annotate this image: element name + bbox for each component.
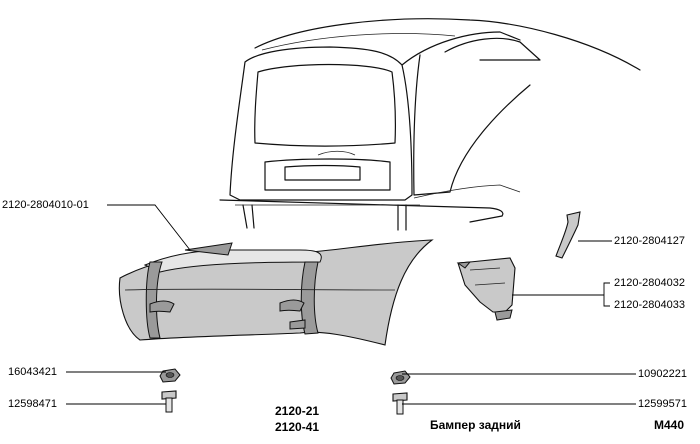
bracket-drawing	[456, 257, 516, 321]
part-label-bolt-left: 12598471	[8, 398, 57, 410]
vehicle-rear-body	[219, 18, 641, 231]
leader-bumper	[107, 204, 191, 251]
bolt-right-drawing	[392, 392, 408, 415]
nut-left-drawing	[159, 368, 181, 383]
part-label-bumper: 2120-2804010-01	[2, 199, 89, 211]
part-label-bracket-a: 2120-2804032	[614, 277, 685, 289]
part-label-bolt-right: 12599571	[638, 398, 687, 410]
nut-right-drawing	[390, 370, 411, 385]
model-label-2: 2120-41	[275, 420, 320, 434]
leader-bracket-brace	[603, 282, 610, 307]
part-label-nut-left: 16043421	[8, 366, 57, 378]
fastener-drawings	[159, 368, 411, 415]
bolt-left-drawing	[161, 390, 177, 413]
part-label-trim: 2120-2804127	[614, 235, 685, 247]
diagram-caption: Бампер задний	[430, 418, 521, 432]
sheet-code: M440	[654, 418, 685, 432]
part-label-bracket-b: 2120-2804033	[614, 299, 685, 311]
model-label-1: 2120-21	[275, 404, 320, 418]
trim-strip-drawing	[555, 211, 581, 259]
leader-lines	[66, 204, 636, 405]
part-label-nut-right: 10902221	[638, 368, 687, 380]
bumper-drawing	[118, 239, 434, 346]
